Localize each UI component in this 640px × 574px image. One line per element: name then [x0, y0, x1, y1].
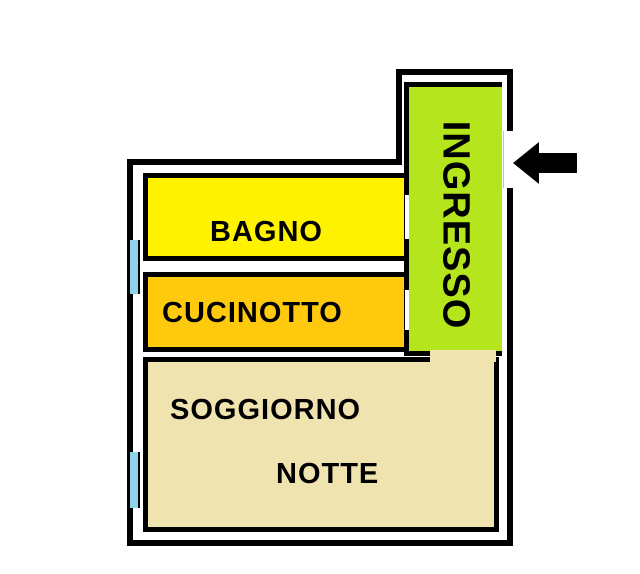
outer-wall-tower-top — [396, 69, 513, 75]
outer-wall-left — [127, 159, 133, 546]
outer-wall-right-upper — [507, 69, 513, 131]
outer-wall-right-lower — [507, 188, 513, 546]
door-ingresso-soggiorno — [430, 350, 496, 362]
room-bagno: BAGNO — [143, 173, 413, 261]
room-label-cucinotto: CUCINOTTO — [162, 297, 343, 329]
outer-wall-tower-left — [396, 69, 402, 165]
entrance-door — [503, 131, 513, 188]
window-soggiorno — [128, 452, 140, 508]
room-soggiorno: SOGGIORNO NOTTE — [143, 357, 499, 532]
outer-wall-top-main — [127, 159, 402, 165]
room-label-soggiorno: SOGGIORNO — [170, 394, 362, 426]
room-label-notte: NOTTE — [276, 458, 380, 490]
room-label-bagno: BAGNO — [210, 216, 323, 248]
outer-wall-bottom — [127, 540, 513, 546]
room-cucinotto: CUCINOTTO — [143, 272, 413, 352]
window-bagno-cucinotto — [128, 240, 140, 294]
arrow-left-icon — [513, 142, 577, 184]
door-cucinotto — [405, 290, 409, 330]
door-bagno — [405, 195, 409, 239]
ingresso-fill — [409, 87, 502, 351]
room-label-ingresso: INGRESSO — [434, 120, 477, 330]
